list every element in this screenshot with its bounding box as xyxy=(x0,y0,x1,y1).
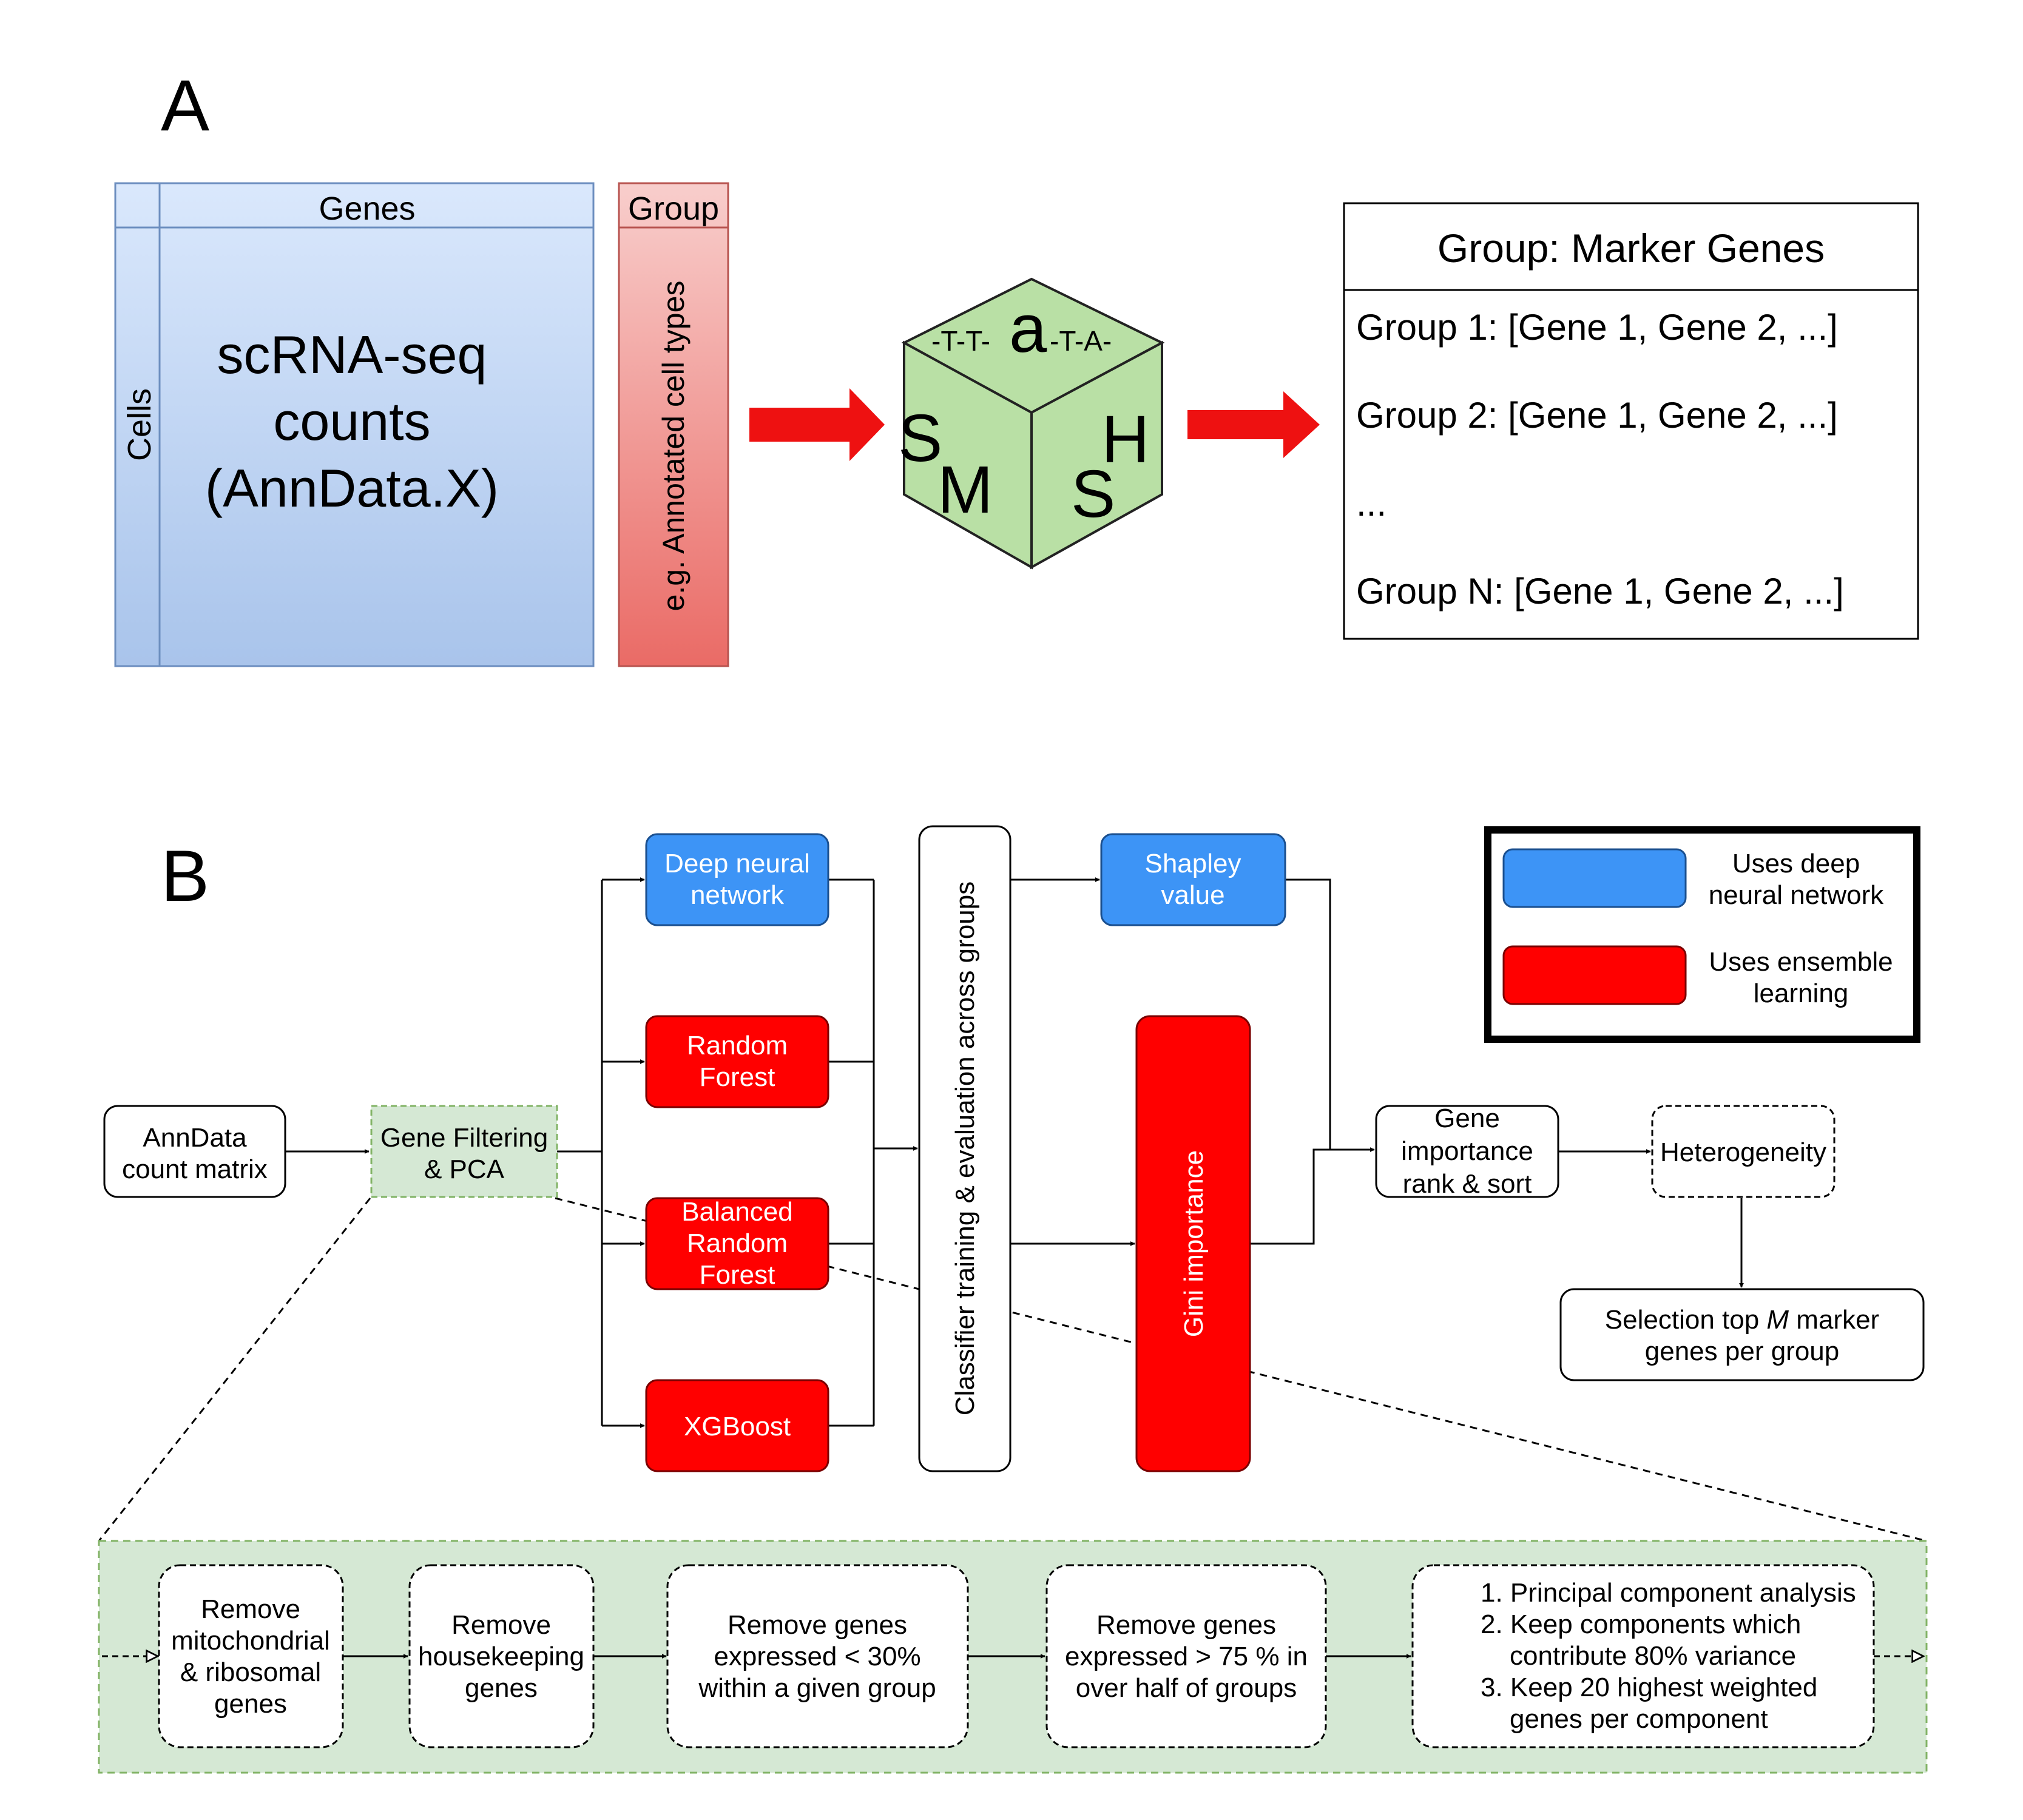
step1-line-2: mitochondrial xyxy=(171,1626,330,1656)
brf-line-3: Forest xyxy=(700,1260,775,1290)
classifier-training-label: Classifier training & evaluation across … xyxy=(950,881,980,1415)
shash-cube-logo: -T-T- a -T-A- S M H S xyxy=(898,277,1165,570)
step5-line-5: genes per component xyxy=(1510,1704,1768,1734)
marker-genes-table: Group: Marker Genes Group 1: [Gene 1, Ge… xyxy=(1343,202,1919,640)
logo-right-s: S xyxy=(1071,457,1115,531)
step5-line-4: 3. Keep 20 highest weighted xyxy=(1481,1673,1817,1702)
brf-line-1: Balanced xyxy=(681,1197,792,1227)
zoom-line-left xyxy=(98,1198,371,1542)
step2-line-3: genes xyxy=(465,1673,538,1703)
connectors xyxy=(285,877,1744,1428)
red-arrow-1 xyxy=(749,388,885,461)
step1-line-3: & ribosomal xyxy=(180,1657,321,1687)
balanced-random-forest-box: Balanced Random Forest xyxy=(645,1197,829,1290)
step-pca: 1. Principal component analysis 2. Keep … xyxy=(1411,1564,1875,1748)
brf-line-2: Random xyxy=(687,1228,788,1258)
step5-line-3: contribute 80% variance xyxy=(1510,1641,1796,1671)
panel-b-label: B xyxy=(161,835,209,917)
marker-row-4: Group N: [Gene 1, Gene 2, ...] xyxy=(1356,571,1844,612)
legend-dnn-line-2: neural network xyxy=(1709,880,1885,910)
anndata-count-matrix-box: AnnData count matrix xyxy=(103,1105,286,1198)
shapley-value-box: Shapley value xyxy=(1100,833,1286,926)
legend: Uses deep neural network Uses ensemble l… xyxy=(1484,826,1920,1043)
legend-dnn-line-1: Uses deep xyxy=(1732,849,1860,878)
legend-ensemble-line-2: learning xyxy=(1754,979,1849,1008)
step4-line-3: over half of groups xyxy=(1076,1673,1297,1703)
logo-top-left: -T-T- xyxy=(931,325,990,357)
dnn-box: Deep neural network xyxy=(645,833,829,926)
logo-right-h: H xyxy=(1101,402,1149,477)
step3-line-3: within a given group xyxy=(698,1673,936,1703)
step2-line-2: housekeeping xyxy=(418,1642,584,1671)
gene-filtering-line-1: Gene Filtering xyxy=(380,1123,548,1153)
rf-line-1: Random xyxy=(687,1031,788,1060)
xgb-line-1: XGBoost xyxy=(684,1412,791,1441)
dnn-line-2: network xyxy=(691,880,785,910)
logo-left-s: S xyxy=(898,401,942,476)
scrna-matrix: Genes Cells scRNA-seq counts (AnnData.X) xyxy=(114,182,595,667)
step-remove-mito-ribo: Remove mitochondrial & ribosomal genes xyxy=(158,1564,344,1748)
marker-row-3: ... xyxy=(1356,483,1386,524)
gini-importance-label: Gini importance xyxy=(1179,1150,1209,1337)
shapley-line-2: value xyxy=(1161,880,1224,910)
red-arrow-2 xyxy=(1187,391,1320,458)
step1-line-4: genes xyxy=(214,1689,287,1719)
random-forest-box: Random Forest xyxy=(645,1015,829,1108)
gene-importance-line-1: Gene xyxy=(1434,1104,1500,1133)
shapley-line-1: Shapley xyxy=(1144,849,1241,878)
panel-a-label: A xyxy=(161,65,209,146)
step5-line-1: 1. Principal component analysis xyxy=(1481,1578,1856,1608)
step2-line-1: Remove xyxy=(451,1610,551,1640)
selection-box: Selection top M marker genes per group xyxy=(1559,1288,1925,1381)
matrix-line-3: (AnnData.X) xyxy=(205,458,499,518)
gene-filtering-pca-box: Gene Filtering & PCA xyxy=(370,1105,558,1198)
step1-line-1: Remove xyxy=(201,1594,300,1624)
dnn-line-1: Deep neural xyxy=(664,849,810,878)
step5-line-2: 2. Keep components which xyxy=(1481,1609,1801,1639)
step4-line-2: expressed > 75 % in xyxy=(1065,1642,1308,1671)
legend-ensemble-line-1: Uses ensemble xyxy=(1709,947,1893,977)
classifier-training-box: Classifier training & evaluation across … xyxy=(918,825,1012,1472)
xgboost-box: XGBoost xyxy=(645,1379,829,1472)
gene-importance-box: Gene importance rank & sort xyxy=(1375,1104,1559,1199)
selection-line-2: genes per group xyxy=(1645,1336,1839,1366)
rf-line-2: Forest xyxy=(700,1062,775,1092)
genes-header: Genes xyxy=(319,190,415,227)
gini-importance-box: Gini importance xyxy=(1135,1015,1251,1472)
legend-swatch-dnn xyxy=(1502,848,1687,908)
marker-genes-title: Group: Marker Genes xyxy=(1437,226,1825,271)
marker-row-2: Group 2: [Gene 1, Gene 2, ...] xyxy=(1356,395,1838,436)
group-annotation: e.g. Annotated cell types xyxy=(657,281,691,612)
heterogeneity-label: Heterogeneity xyxy=(1660,1138,1826,1167)
step-remove-high-expression: Remove genes expressed > 75 % in over ha… xyxy=(1045,1564,1327,1748)
logo-top-big: a xyxy=(1009,291,1047,366)
matrix-line-2: counts xyxy=(273,391,430,451)
step3-line-1: Remove genes xyxy=(728,1610,907,1640)
logo-top-right: -T-A- xyxy=(1050,325,1112,357)
group-column: Group e.g. Annotated cell types xyxy=(618,182,729,667)
legend-swatch-ensemble xyxy=(1502,945,1687,1005)
step4-line-1: Remove genes xyxy=(1096,1610,1276,1640)
gene-importance-line-2: importance xyxy=(1401,1136,1533,1166)
gene-importance-line-3: rank & sort xyxy=(1403,1169,1532,1199)
selection-line-1: Selection top M marker xyxy=(1605,1305,1879,1335)
group-header: Group xyxy=(628,190,719,227)
logo-left-m: M xyxy=(937,453,993,527)
step3-line-2: expressed < 30% xyxy=(714,1642,920,1671)
marker-row-1: Group 1: [Gene 1, Gene 2, ...] xyxy=(1356,307,1838,348)
gene-filtering-line-2: & PCA xyxy=(424,1154,505,1184)
anndata-line-1: AnnData xyxy=(143,1123,247,1153)
cells-label: Cells xyxy=(121,388,158,461)
step-remove-housekeeping: Remove housekeeping genes xyxy=(408,1564,595,1748)
anndata-line-2: count matrix xyxy=(122,1154,268,1184)
step-remove-low-expression: Remove genes expressed < 30% within a gi… xyxy=(666,1564,969,1748)
heterogeneity-box: Heterogeneity xyxy=(1651,1105,1836,1198)
matrix-line-1: scRNA-seq xyxy=(217,325,487,385)
